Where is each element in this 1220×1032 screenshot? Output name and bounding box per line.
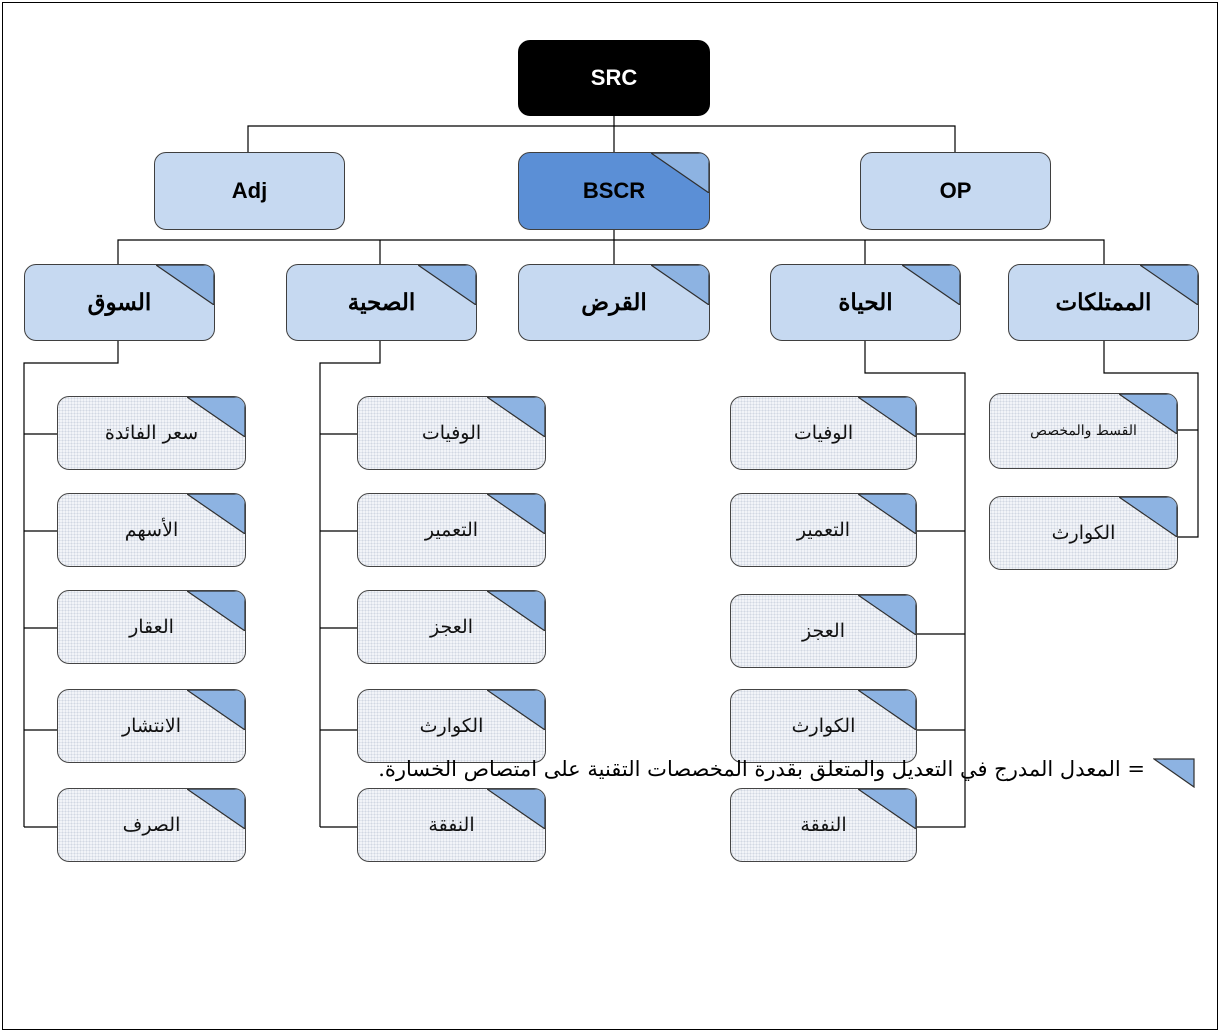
adjustment-triangle-icon xyxy=(487,690,545,730)
life-item-label: التعمير xyxy=(796,519,851,541)
market-item: الصرف xyxy=(57,788,246,862)
src-label: SRC xyxy=(590,65,638,90)
life-item: الكوارث xyxy=(730,689,917,763)
life-item-label: الوفيات xyxy=(793,422,854,444)
adjustment-triangle-icon xyxy=(1119,497,1177,537)
module-health: الصحية xyxy=(286,264,477,341)
op-label: OP xyxy=(939,178,972,203)
module-life: الحياة xyxy=(770,264,961,341)
adjustment-triangle-icon xyxy=(902,265,960,305)
module-life-label: الحياة xyxy=(838,289,893,316)
market-item: الانتشار xyxy=(57,689,246,763)
health-item: الكوارث xyxy=(357,689,546,763)
adjustment-triangle-icon xyxy=(156,265,214,305)
adjustment-triangle-icon xyxy=(651,265,709,305)
adj-box: Adj xyxy=(154,152,345,230)
market-item-label: الأسهم xyxy=(124,519,179,541)
adjustment-triangle-icon xyxy=(858,595,916,635)
adjustment-triangle-icon xyxy=(858,789,916,829)
adjustment-triangle-icon xyxy=(651,153,709,193)
life-item: الوفيات xyxy=(730,396,917,470)
health-item-label: الوفيات xyxy=(421,422,482,444)
market-item-label: العقار xyxy=(129,616,174,638)
adj-label: Adj xyxy=(231,178,268,203)
life-item: النفقة xyxy=(730,788,917,862)
adjustment-triangle-icon xyxy=(487,591,545,631)
market-item: العقار xyxy=(57,590,246,664)
life-item-label: العجز xyxy=(802,620,845,642)
adjustment-triangle-icon xyxy=(487,397,545,437)
market-item-label: سعر الفائدة xyxy=(104,422,199,444)
module-health-label: الصحية xyxy=(347,289,416,316)
life-item: التعمير xyxy=(730,493,917,567)
health-item: النفقة xyxy=(357,788,546,862)
health-item-label: التعمير xyxy=(424,519,479,541)
property-item-label: الكوارث xyxy=(1051,522,1116,544)
life-item-label: النفقة xyxy=(800,814,847,836)
health-item: التعمير xyxy=(357,493,546,567)
module-market-label: السوق xyxy=(87,289,152,316)
life-item: العجز xyxy=(730,594,917,668)
health-item-label: الكوارث xyxy=(419,715,484,737)
life-item-label: الكوارث xyxy=(791,715,856,737)
bscr-label: BSCR xyxy=(582,178,646,203)
market-item: الأسهم xyxy=(57,493,246,567)
adjustment-triangle-icon xyxy=(487,789,545,829)
health-item-label: العجز xyxy=(430,616,473,638)
health-item: العجز xyxy=(357,590,546,664)
property-item-label: القسط والمخصص xyxy=(1030,423,1137,439)
adjustment-triangle-icon xyxy=(858,494,916,534)
adjustment-triangle-icon xyxy=(187,690,245,730)
adjustment-triangle-icon xyxy=(858,397,916,437)
adjustment-triangle-icon xyxy=(187,591,245,631)
module-default: القرض xyxy=(518,264,710,341)
module-default-label: القرض xyxy=(581,289,647,316)
market-item: سعر الفائدة xyxy=(57,396,246,470)
adjustment-triangle-icon xyxy=(858,690,916,730)
property-item: القسط والمخصص xyxy=(989,393,1178,469)
property-item: الكوارث xyxy=(989,496,1178,570)
legend-text: = المعدل المدرج في التعديل والمتعلق بقدر… xyxy=(378,757,1145,781)
market-item-label: الانتشار xyxy=(121,715,182,737)
legend-triangle-icon xyxy=(1153,758,1195,788)
module-property-label: الممتلكات xyxy=(1055,289,1152,316)
module-property: الممتلكات xyxy=(1008,264,1199,341)
bscr-box: BSCR xyxy=(518,152,710,230)
health-item-label: النفقة xyxy=(428,814,475,836)
src-box: SRC xyxy=(518,40,710,116)
adjustment-triangle-icon xyxy=(418,265,476,305)
module-market: السوق xyxy=(24,264,215,341)
adjustment-triangle-icon xyxy=(187,494,245,534)
health-item: الوفيات xyxy=(357,396,546,470)
adjustment-triangle-icon xyxy=(187,789,245,829)
op-box: OP xyxy=(860,152,1051,230)
market-item-label: الصرف xyxy=(122,814,181,836)
adjustment-triangle-icon xyxy=(487,494,545,534)
